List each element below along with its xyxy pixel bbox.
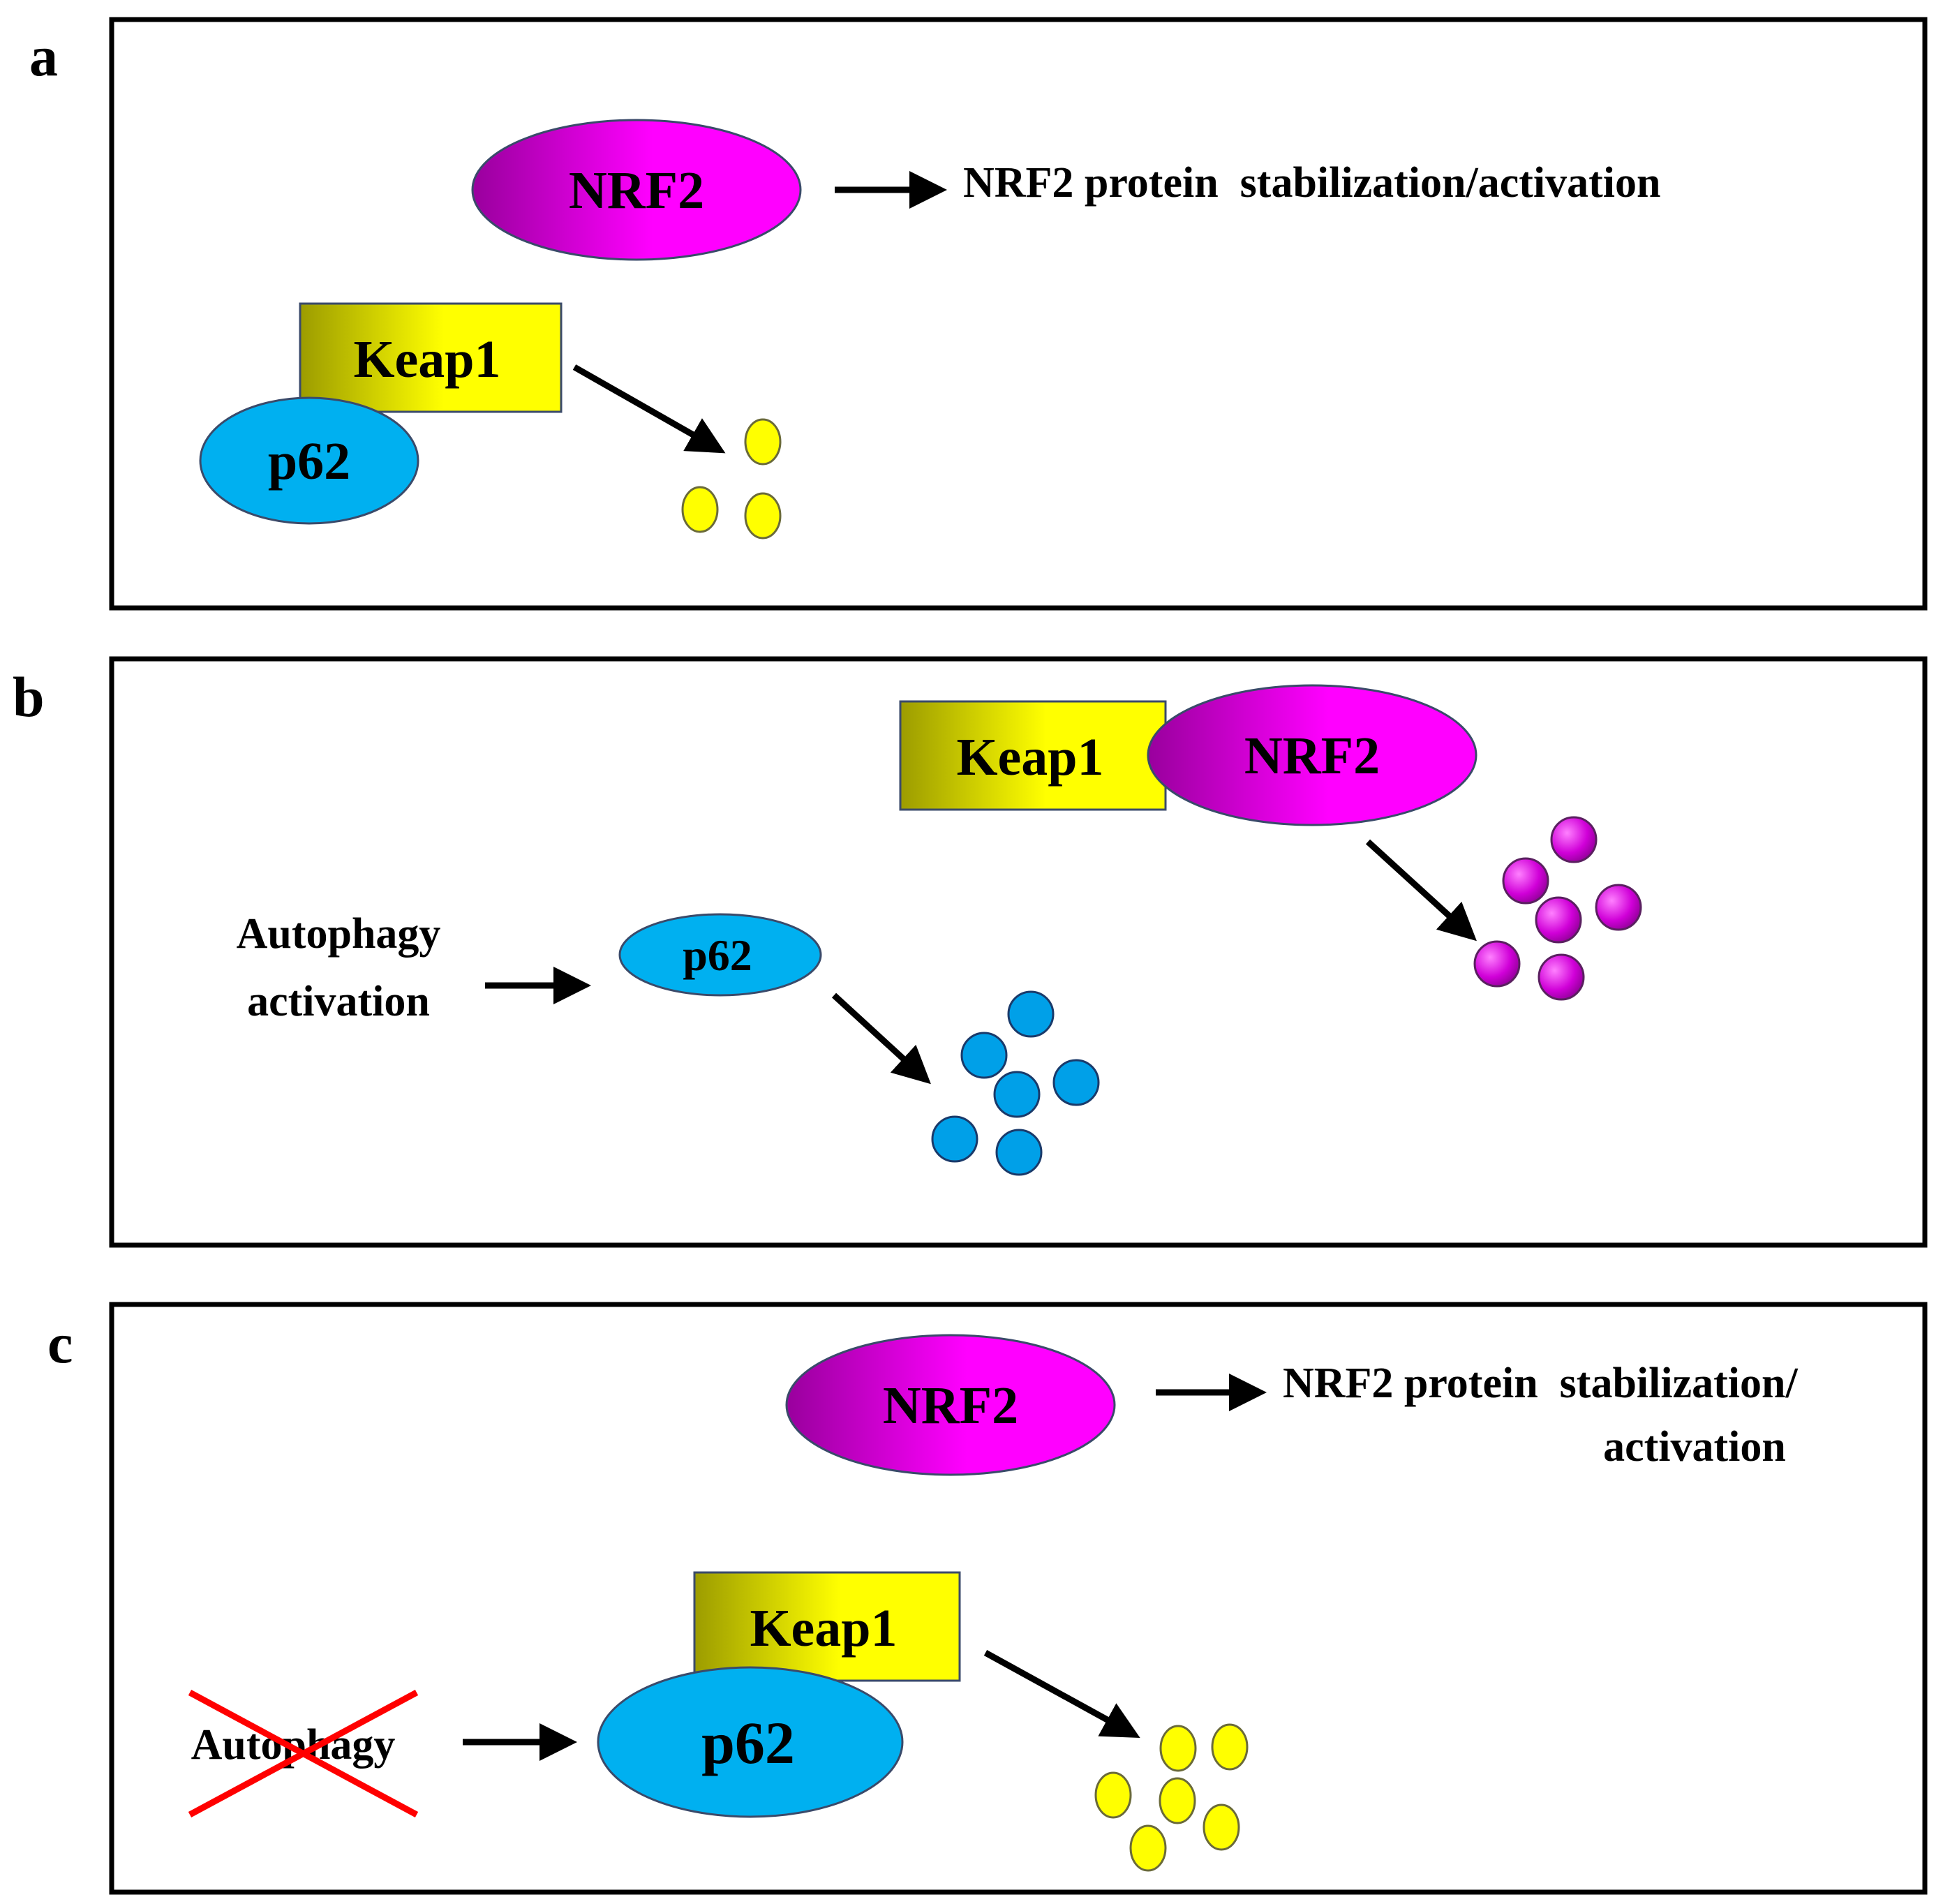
diagonal-arrow-icon [1365,839,1477,942]
panel-letter-a: a [29,24,58,88]
keap1-box [299,302,563,413]
fragment-dot [1007,990,1055,1038]
fragment-dot [1473,940,1521,988]
fragment-dot [681,486,719,533]
red-cross-icon [188,1690,419,1817]
fragment-dot [1129,1824,1167,1872]
p62-ellipse [597,1666,904,1818]
fragment-dot [1535,896,1582,944]
nrf2-label: NRF2 [569,161,704,220]
autophagy-label: Autophagy [237,910,441,958]
fragment-dot [1550,816,1598,863]
panel-c: c NRF2 NRF2 protein stabilization/ activ… [47,1302,1928,1895]
panel-b: b Keap1 NRF2 Autophagy activation p62 [13,656,1928,1248]
keap1-box [693,1571,961,1682]
degraded-nrf2-fragments [1473,816,1642,1001]
degraded-keap1-fragments [1094,1723,1249,1872]
panel-c-frame [109,1302,1928,1895]
fragment-dot [1502,857,1549,905]
fragment-dot [960,1032,1008,1079]
panel-letter-c: c [47,1311,73,1375]
activation-label: activation [247,978,430,1025]
fragment-dot [1052,1059,1100,1106]
fragment-dot [1159,1725,1197,1772]
keap1-label: Keap1 [353,330,500,389]
fragment-dot [1211,1723,1249,1771]
p62-label: p62 [268,432,350,491]
degraded-keap1-fragments [681,418,782,540]
p62-label: p62 [683,930,752,980]
fragment-dot [995,1129,1043,1176]
outcome-line2: activation [1603,1423,1786,1471]
fragment-dot [931,1115,978,1163]
p62-ellipse [199,396,419,525]
keap1-label: Keap1 [956,728,1103,787]
diagonal-arrow-icon [831,992,931,1085]
nrf2-label: NRF2 [1244,727,1380,785]
fragment-dot [744,418,782,466]
fragment-dot [744,492,782,540]
panel-a: a NRF2 NRF2 protein stabilization/activa… [29,17,1928,611]
fragment-dot [1538,953,1585,1001]
nrf2-ellipse [785,1334,1116,1476]
degraded-p62-fragments [931,990,1100,1176]
keap1-box [899,700,1167,811]
fragment-dot [1595,884,1642,931]
p62-ellipse [618,913,822,997]
panel-a-frame [109,17,1928,611]
p62-label: p62 [701,1709,795,1776]
nrf2-ellipse [1147,684,1477,826]
keap1-label: Keap1 [750,1599,897,1658]
nrf2-label: NRF2 [883,1376,1018,1435]
fragment-dot [1203,1803,1240,1851]
outcome-line1: NRF2 protein stabilization/ [1283,1360,1798,1407]
fragment-dot [1159,1777,1196,1824]
panel-letter-b: b [13,665,45,729]
fragment-dot [1094,1771,1132,1819]
panel-b-frame [109,656,1928,1248]
diagonal-arrow-icon [983,1650,1140,1739]
fragment-dot [993,1071,1041,1118]
nrf2-ellipse [471,119,802,261]
diagonal-arrow-icon [572,364,726,454]
outcome-text: NRF2 protein stabilization/activation [963,159,1660,207]
